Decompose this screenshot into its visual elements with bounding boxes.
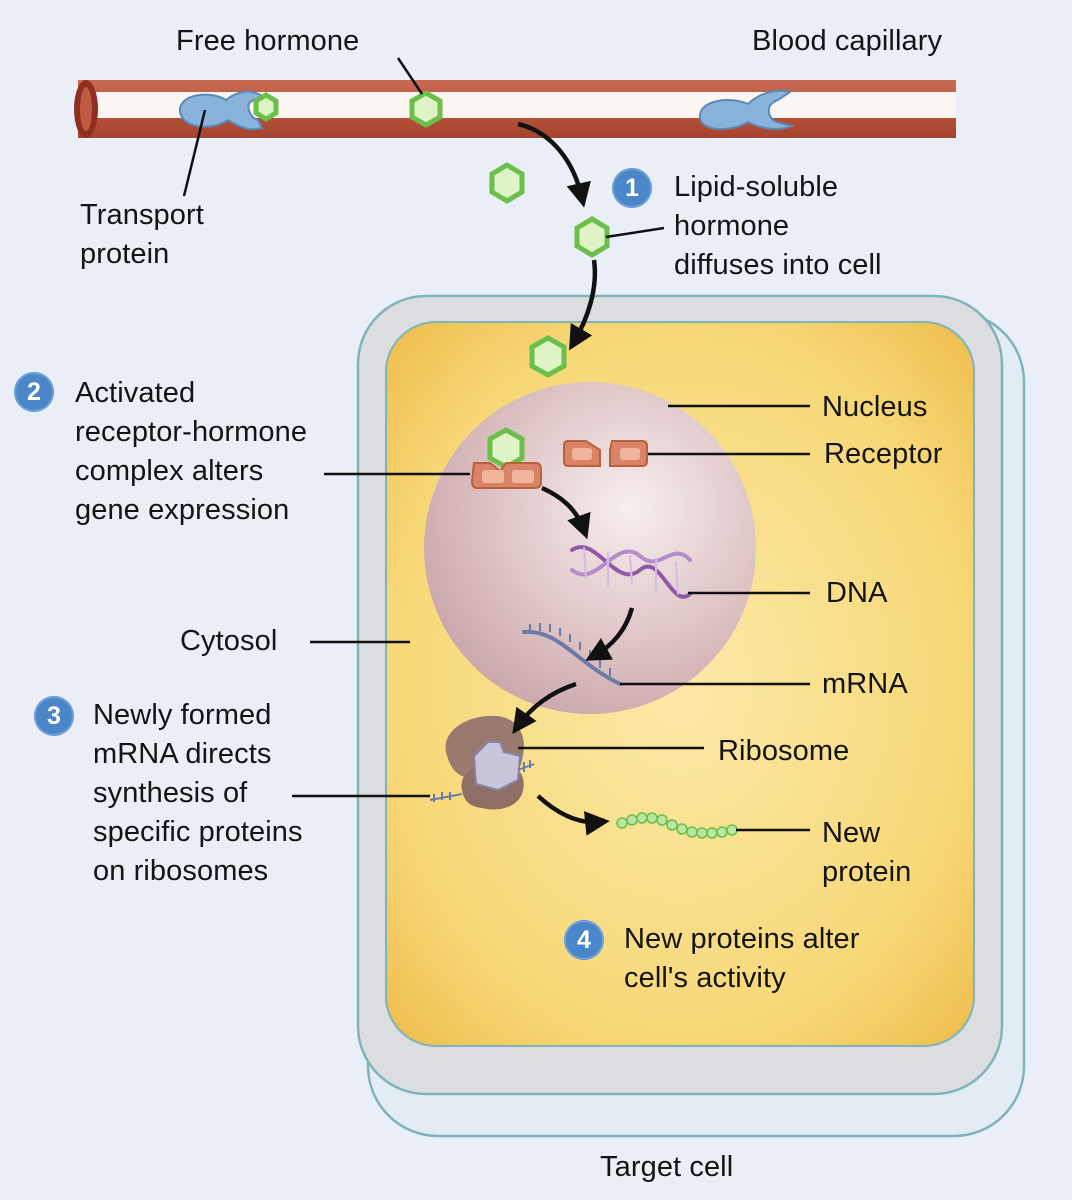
new-protein-label: New protein	[822, 817, 912, 888]
blood-capillary-label: Blood capillary	[752, 25, 943, 57]
cytosol-hormone-icon	[529, 335, 567, 378]
target-cell-label: Target cell	[600, 1151, 734, 1183]
ribosome-label: Ribosome	[718, 735, 850, 767]
new-protein-icon	[616, 812, 738, 839]
step-4-text: New proteins alter cell's activity	[624, 923, 860, 994]
step-3-badge: 3	[34, 696, 74, 736]
free-hormone-label: Free hormone	[176, 25, 360, 57]
transport-protein-icon	[178, 90, 264, 131]
receptor-icon	[563, 440, 648, 467]
free-hormone-icon	[409, 90, 443, 128]
dna-icon	[570, 545, 692, 599]
diffusing-hormone-icon	[574, 216, 610, 258]
cytosol-label: Cytosol	[180, 625, 278, 657]
step-2-text: Activated receptor-hormone complex alter…	[75, 377, 308, 526]
ribosome-icon	[429, 715, 535, 810]
receptor-hormone-complex-icon	[470, 427, 542, 489]
step-3-text: Newly formed mRNA directs synthesis of s…	[93, 699, 303, 887]
transport-protein-label: Transport protein	[80, 199, 204, 270]
empty-transport-protein-icon	[698, 90, 796, 130]
leader-lines	[182, 57, 810, 832]
mrna-label: mRNA	[822, 668, 908, 700]
step-1-text: Lipid-soluble hormone diffuses into cell	[674, 171, 882, 281]
bound-hormone-icon	[253, 92, 279, 122]
step-2-badge: 2	[14, 372, 54, 412]
step-1-badge: 1	[612, 168, 652, 208]
receptor-label: Receptor	[824, 438, 943, 470]
nucleus-label: Nucleus	[822, 391, 928, 423]
dna-label: DNA	[826, 577, 888, 609]
diffusing-hormone-icon	[489, 162, 525, 204]
process-arrows	[512, 121, 635, 836]
step-4-badge: 4	[564, 920, 604, 960]
